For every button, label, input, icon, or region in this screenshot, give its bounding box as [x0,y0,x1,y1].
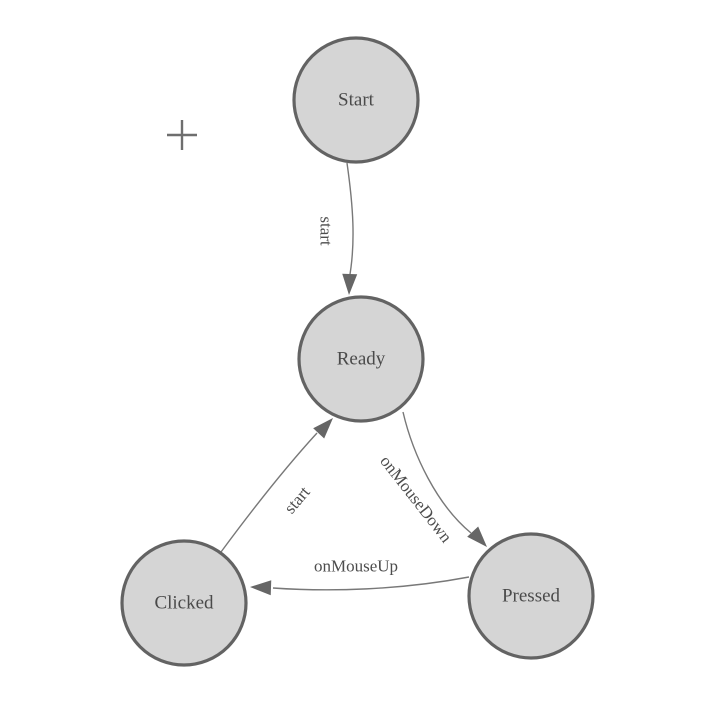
edge-label-clicked-ready: start [280,482,314,517]
node-start-label: Start [338,90,375,111]
edge-start-ready[interactable]: start [317,162,358,295]
edge-clicked-ready-path[interactable] [220,432,318,553]
edge-ready-pressed-path[interactable] [402,411,472,534]
node-ready[interactable]: Ready [297,295,425,423]
node-clicked-circle[interactable] [120,539,248,667]
edge-start-ready-path[interactable] [346,162,354,281]
edge-ready-pressed[interactable]: onMouseDown [376,411,492,552]
node-pressed-label: Pressed [502,586,561,607]
node-pressed-circle[interactable] [467,532,595,660]
arrowhead-icon [250,580,272,596]
edge-label-start-ready: start [317,216,336,246]
node-pressed[interactable]: Pressed [467,532,595,660]
edge-pressed-clicked[interactable]: onMouseUp [250,557,470,596]
node-start-circle[interactable] [292,36,420,164]
arrowhead-icon [313,418,333,439]
crosshair-icon [167,120,197,150]
edge-label-pressed-clicked: onMouseUp [314,557,398,576]
edge-label-ready-pressed: onMouseDown [376,452,456,547]
arrowhead-icon [467,526,487,547]
edge-pressed-clicked-path[interactable] [272,576,470,591]
edge-clicked-ready[interactable]: start [220,413,338,553]
node-start[interactable]: Start [292,36,420,164]
node-ready-label: Ready [337,349,386,370]
node-clicked-label: Clicked [154,593,214,614]
node-ready-circle[interactable] [297,295,425,423]
node-clicked[interactable]: Clicked [120,539,248,667]
arrowhead-icon [342,273,358,295]
